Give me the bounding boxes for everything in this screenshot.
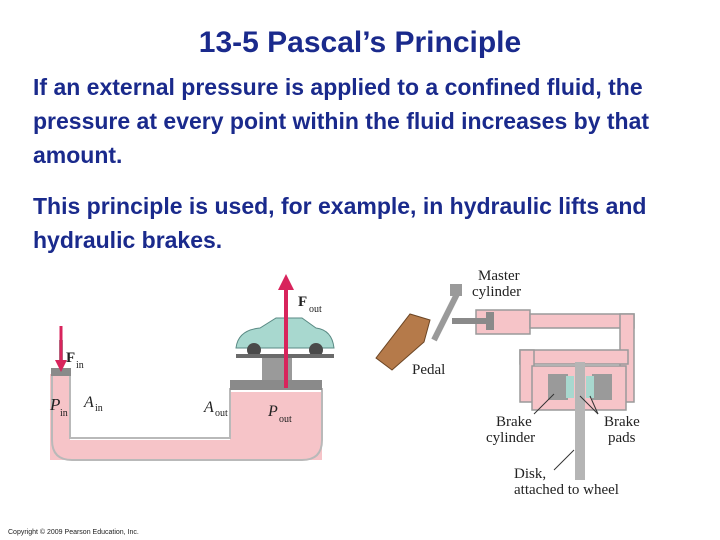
svg-text:in: in [95,403,103,414]
p-in-label: P [49,395,60,414]
hydraulic-lift-figure: F out F in P in A in A out P out [49,274,335,461]
foot-icon [375,313,431,371]
force-out-arrow [278,274,294,388]
application-text: This principle is used, for example, in … [33,193,647,253]
pedal-label: Pedal [412,362,445,378]
p-out-label: P [267,403,278,420]
large-piston [230,380,322,390]
slide-title: 13-5 Pascal’s Principle [198,26,522,59]
f-out-label: F [298,294,307,310]
disk-label: Disk, [514,466,546,482]
copyright-notice: Copyright © 2009 Pearson Education, Inc. [8,529,139,536]
f-in-label: F [66,350,75,366]
disk [575,362,585,480]
svg-text:in: in [76,360,84,371]
svg-text:cylinder: cylinder [486,430,535,446]
a-in-label: A [83,394,94,411]
svg-text:pads: pads [608,430,636,446]
pedal-lever [431,284,494,342]
brake-pad-right [586,376,594,398]
svg-text:out: out [309,304,322,315]
a-out-label: A [203,399,214,416]
vessel-outline [51,374,323,461]
brake-pad-left [566,376,574,398]
svg-text:attached to wheel: attached to wheel [514,482,619,498]
fluid-body [50,374,322,460]
force-in-arrow [55,326,67,372]
svg-text:out: out [215,408,228,419]
hydraulic-brake-figure: Master cylinder Pedal Brake cylinder Bra… [375,268,640,498]
brake-cylinder-label: Brake [496,414,532,430]
brake-pads-label: Brake [604,414,640,430]
master-cylinder-label: Master [478,268,520,284]
svg-text:out: out [279,414,292,425]
svg-text:in: in [60,408,68,419]
brake-piston-left [548,374,568,400]
svg-text:cylinder: cylinder [472,284,521,300]
principle-text: If an external pressure is applied to a … [33,74,650,168]
brake-piston-right [592,374,612,400]
